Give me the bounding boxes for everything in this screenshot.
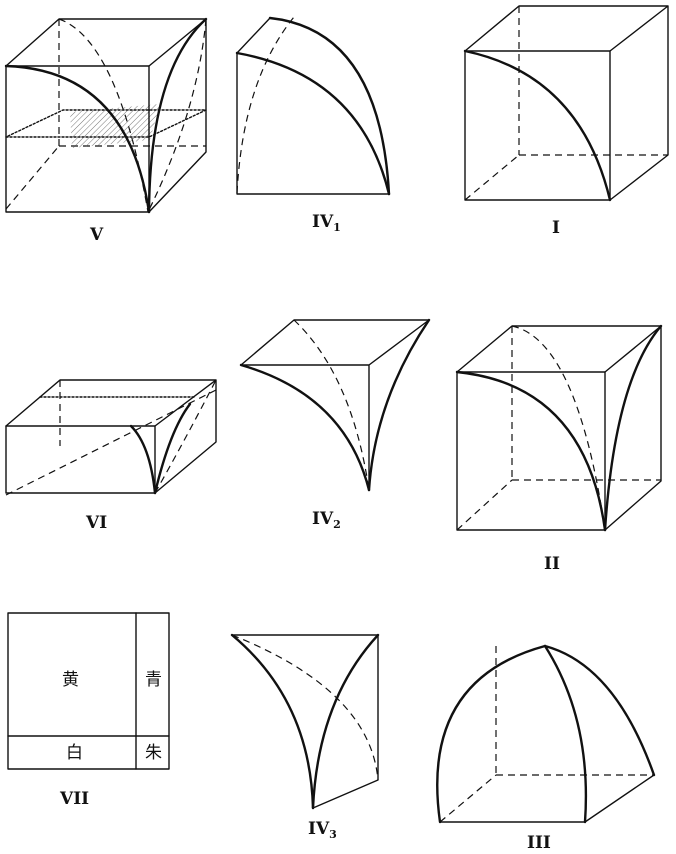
figure-iv2-solid <box>239 318 431 492</box>
figure-ii-label: II <box>544 554 560 574</box>
region-bottom-right: 朱 <box>145 743 162 763</box>
hatched-section <box>70 104 160 148</box>
figure-vii-square <box>7 612 170 770</box>
figure-i: I <box>463 5 669 238</box>
figure-vi-box <box>5 379 217 496</box>
figure-vi-label: VI <box>85 513 107 533</box>
region-top-right: 青 <box>145 670 162 690</box>
figure-iv2: IV2 <box>239 318 431 531</box>
region-top-left: 黄 <box>62 670 79 690</box>
figure-iv3-solid <box>230 633 380 810</box>
figure-i-label: I <box>552 218 560 238</box>
figure-vii-label: VII <box>59 789 89 809</box>
figure-iii-solid <box>436 644 656 824</box>
figure-v-cube <box>4 17 208 214</box>
figure-iv2-label: IV2 <box>312 509 341 531</box>
figure-iv1-solid <box>235 16 391 196</box>
region-bottom-left: 白 <box>66 743 83 763</box>
figure-vi: VI <box>5 379 217 533</box>
figure-ii-cube <box>455 324 663 532</box>
figure-i-cube <box>463 5 669 202</box>
figure-ii: II <box>455 324 663 574</box>
figure-iii-label: III <box>527 833 551 853</box>
figure-vii: 黄 青 白 朱 VII <box>7 612 170 809</box>
figure-iii: III <box>436 644 656 853</box>
figure-iv1-label: IV1 <box>312 212 341 234</box>
figure-iv3-label: IV3 <box>308 819 337 841</box>
figure-iv3: IV3 <box>230 633 380 841</box>
figure-iv1: IV1 <box>235 16 391 234</box>
figure-v: V <box>4 17 208 245</box>
figure-v-label: V <box>89 225 104 245</box>
